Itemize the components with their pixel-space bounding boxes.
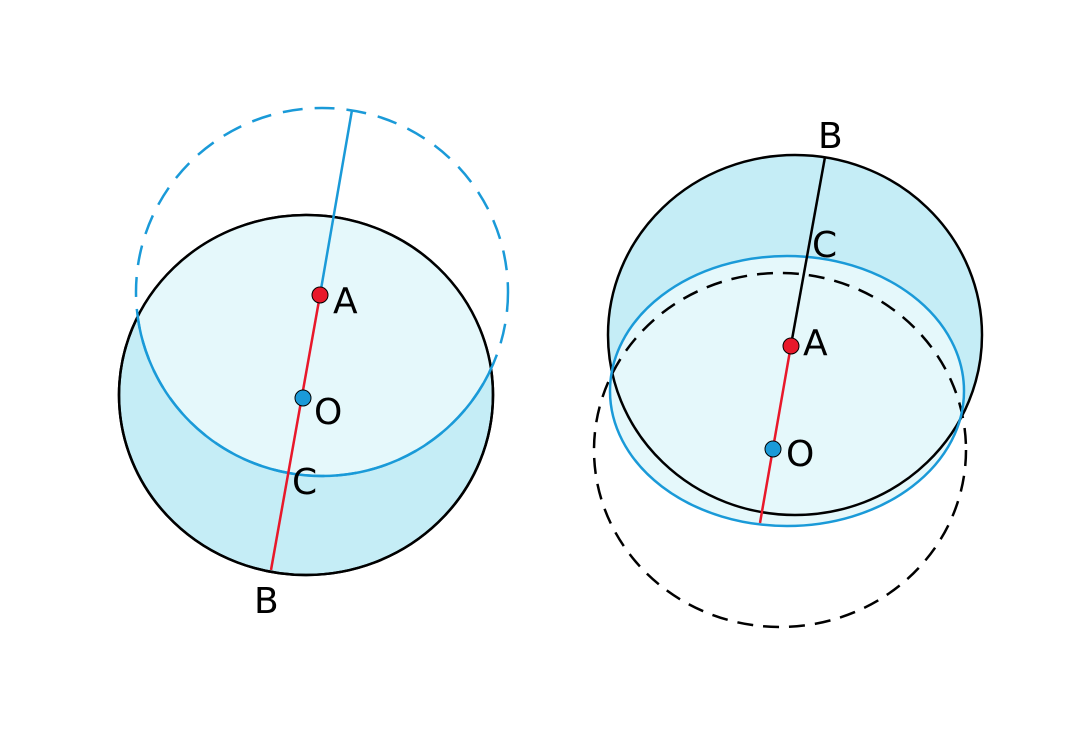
right-black-dashed-circle bbox=[592, 271, 968, 629]
right-label-B: B bbox=[818, 116, 843, 157]
left-point-O bbox=[294, 389, 312, 407]
left-solid-circle-outline bbox=[117, 213, 495, 577]
left-segment-AB bbox=[269, 294, 322, 571]
left-label-C: C bbox=[292, 462, 317, 503]
right-segment-AB bbox=[789, 156, 827, 346]
left-point-A bbox=[311, 286, 329, 304]
right-blue-circle-outline bbox=[608, 254, 966, 528]
right-point-O bbox=[764, 440, 782, 458]
left-figure: A O C B bbox=[117, 106, 510, 622]
left-segment-upper bbox=[318, 109, 354, 296]
right-label-A: A bbox=[803, 323, 828, 364]
right-segment-lower bbox=[758, 344, 793, 524]
left-label-A: A bbox=[333, 281, 358, 322]
right-solid-circle-outline bbox=[606, 153, 984, 517]
left-label-B: B bbox=[254, 581, 279, 622]
right-figure: A O C B bbox=[592, 116, 984, 629]
left-label-O: O bbox=[314, 392, 342, 433]
right-blue-circle-region bbox=[610, 256, 964, 526]
right-point-A bbox=[782, 337, 800, 355]
right-label-C: C bbox=[812, 225, 837, 266]
right-label-O: O bbox=[786, 434, 814, 475]
left-blue-dashed-circle bbox=[134, 106, 510, 478]
